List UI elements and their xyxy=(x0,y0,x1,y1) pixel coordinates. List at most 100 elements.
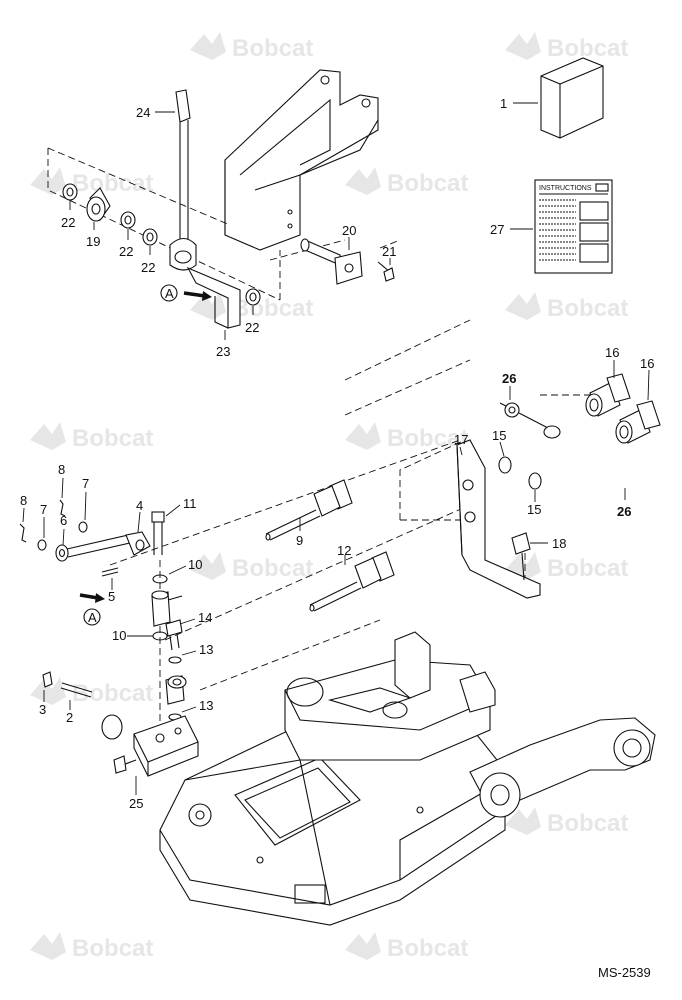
callout-22: 22 xyxy=(119,244,133,259)
svg-text:Bobcat: Bobcat xyxy=(72,170,153,197)
watermark: Bobcat xyxy=(30,422,153,452)
callout-22: 22 xyxy=(141,260,155,275)
callout-4: 4 xyxy=(136,498,143,513)
watermark: Bobcat xyxy=(505,32,628,62)
callout-14: 14 xyxy=(198,610,212,625)
assembly-dash-lines xyxy=(47,147,600,745)
callout-7: 7 xyxy=(82,476,89,491)
watermark: Bobcat xyxy=(30,677,153,707)
callout-26: 26 xyxy=(502,371,516,386)
callout-8: 8 xyxy=(58,462,65,477)
watermark: Bobcat xyxy=(30,932,153,962)
callout-9: 9 xyxy=(296,533,303,548)
callout-27: 27 xyxy=(490,222,504,237)
stud-2 xyxy=(60,682,93,698)
svg-text:Bobcat: Bobcat xyxy=(547,295,628,322)
washers-7 xyxy=(37,521,88,551)
watermark: Bobcat xyxy=(345,932,468,962)
hydraulic-pipe-upper xyxy=(265,479,353,541)
watermark: Bobcat xyxy=(190,32,313,62)
cotter-pins-8 xyxy=(19,499,66,543)
leader-lines xyxy=(22,102,650,795)
fitting-bolt-11 xyxy=(151,511,165,555)
watermark: Bobcat xyxy=(190,552,313,582)
callout-1: 1 xyxy=(500,96,507,111)
nut-3 xyxy=(42,671,53,688)
watermark-layer: Bobcat Bobcat Bobcat Bobcat Bobcat Bobca… xyxy=(30,32,628,962)
svg-text:Bobcat: Bobcat xyxy=(72,935,153,962)
svg-text:Bobcat: Bobcat xyxy=(547,555,628,582)
svg-text:Bobcat: Bobcat xyxy=(232,555,313,582)
callout-16: 16 xyxy=(605,345,619,360)
callout-20: 20 xyxy=(342,223,356,238)
control-lever xyxy=(169,89,241,329)
svg-text:Bobcat: Bobcat xyxy=(72,680,153,707)
callouts: 24 22 19 22 22 22 23 20 21 1 27 16 16 26… xyxy=(20,96,654,811)
banjo-fitting-upper xyxy=(151,590,183,627)
bracket-bolt xyxy=(511,532,531,581)
callout-7: 7 xyxy=(40,502,47,517)
banjo-fitting-lower xyxy=(165,675,187,705)
callout-26: 26 xyxy=(617,504,631,519)
svg-text:Bobcat: Bobcat xyxy=(547,35,628,62)
callout-6: 6 xyxy=(60,513,67,528)
linkage-6 xyxy=(55,534,131,562)
callout-18: 18 xyxy=(552,536,566,551)
pivot-pin xyxy=(300,238,395,285)
callout-3: 3 xyxy=(39,702,46,717)
bushing-and-washers xyxy=(62,183,261,306)
callout-15: 15 xyxy=(527,502,541,517)
callout-10: 10 xyxy=(112,628,126,643)
watermark: Bobcat xyxy=(505,292,628,322)
svg-text:Bobcat: Bobcat xyxy=(232,35,313,62)
callout-10: 10 xyxy=(188,557,202,572)
lift-housing xyxy=(159,719,506,926)
callout-12: 12 xyxy=(337,543,351,558)
svg-text:Bobcat: Bobcat xyxy=(387,935,468,962)
watermark: Bobcat xyxy=(345,422,468,452)
callout-13: 13 xyxy=(199,642,213,657)
quick-couplers xyxy=(585,373,661,444)
callout-19: 19 xyxy=(86,234,100,249)
rockshaft-housing xyxy=(284,631,496,761)
svg-text:Bobcat: Bobcat xyxy=(547,810,628,837)
view-marker-lower: A xyxy=(79,593,105,626)
watermark: Bobcat xyxy=(345,167,468,197)
instructions-title: INSTRUCTIONS xyxy=(539,185,592,192)
callout-8: 8 xyxy=(20,493,27,508)
upper-bracket xyxy=(224,69,379,251)
view-marker-upper: A xyxy=(160,284,212,302)
callout-13: 13 xyxy=(199,698,213,713)
callout-24: 24 xyxy=(136,105,150,120)
snap-rings xyxy=(498,456,542,490)
svg-text:Bobcat: Bobcat xyxy=(387,425,468,452)
watermark: Bobcat xyxy=(190,292,313,322)
drawing-number: MS-2539 xyxy=(598,965,651,980)
callout-23: 23 xyxy=(216,344,230,359)
instruction-sheet: INSTRUCTIONS xyxy=(534,179,613,274)
svg-text:Bobcat: Bobcat xyxy=(232,295,313,322)
valve-body-25 xyxy=(101,714,199,777)
callout-21: 21 xyxy=(382,244,396,259)
callout-25: 25 xyxy=(129,796,143,811)
view-marker-label: A xyxy=(88,610,97,625)
callout-2: 2 xyxy=(66,710,73,725)
pin-5 xyxy=(101,567,119,577)
view-marker-label: A xyxy=(165,286,174,301)
watermark: Bobcat xyxy=(30,167,153,197)
callout-17: 17 xyxy=(454,432,468,447)
mounting-bracket xyxy=(456,439,541,599)
hydraulic-pipe-lower xyxy=(309,551,395,612)
callout-22: 22 xyxy=(245,320,259,335)
clevis-4 xyxy=(125,531,151,556)
dust-cap xyxy=(499,402,561,439)
kit-box xyxy=(540,57,604,139)
callout-22: 22 xyxy=(61,215,75,230)
svg-text:Bobcat: Bobcat xyxy=(72,425,153,452)
svg-text:Bobcat: Bobcat xyxy=(387,170,468,197)
callout-5: 5 xyxy=(108,589,115,604)
lift-arm xyxy=(469,717,656,818)
callout-15: 15 xyxy=(492,428,506,443)
